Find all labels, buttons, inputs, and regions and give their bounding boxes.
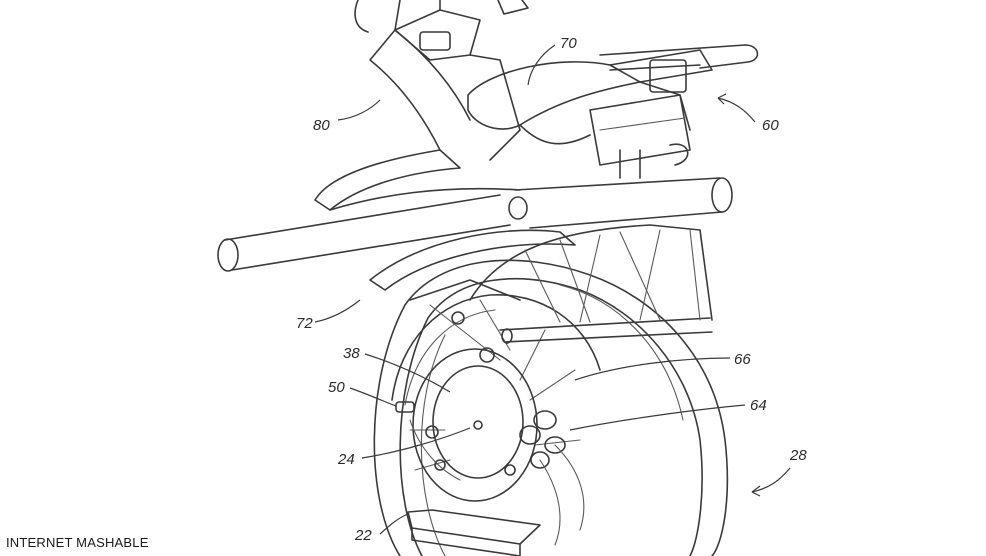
hub bbox=[412, 347, 538, 502]
fender bbox=[369, 229, 576, 291]
ref-60: 60 bbox=[762, 117, 779, 134]
rim bbox=[391, 279, 601, 471]
seat bbox=[467, 49, 713, 145]
ref-50: 50 bbox=[328, 379, 345, 396]
footrest bbox=[407, 509, 541, 556]
rear-rack bbox=[589, 44, 759, 179]
ref-22: 22 bbox=[354, 527, 372, 544]
valve-stem bbox=[395, 401, 461, 481]
ref-24: 24 bbox=[337, 451, 355, 468]
ref-64: 64 bbox=[750, 397, 767, 414]
body-shroud bbox=[314, 0, 529, 211]
ref-38: 38 bbox=[343, 345, 360, 362]
motor-connectors bbox=[519, 410, 585, 546]
ref-66: 66 bbox=[734, 351, 751, 368]
leader-lines bbox=[314, 44, 791, 535]
ref-28: 28 bbox=[789, 447, 807, 464]
ref-70: 70 bbox=[560, 35, 577, 52]
frame-tubes bbox=[217, 177, 733, 344]
ref-72: 72 bbox=[296, 315, 313, 332]
watermark: INTERNET MASHABLE bbox=[6, 535, 149, 550]
reference-numerals: 70 80 60 72 38 66 50 64 24 28 22 bbox=[296, 35, 807, 544]
ref-80: 80 bbox=[313, 117, 330, 134]
arrow-heads bbox=[717, 93, 761, 497]
tire bbox=[373, 259, 729, 556]
